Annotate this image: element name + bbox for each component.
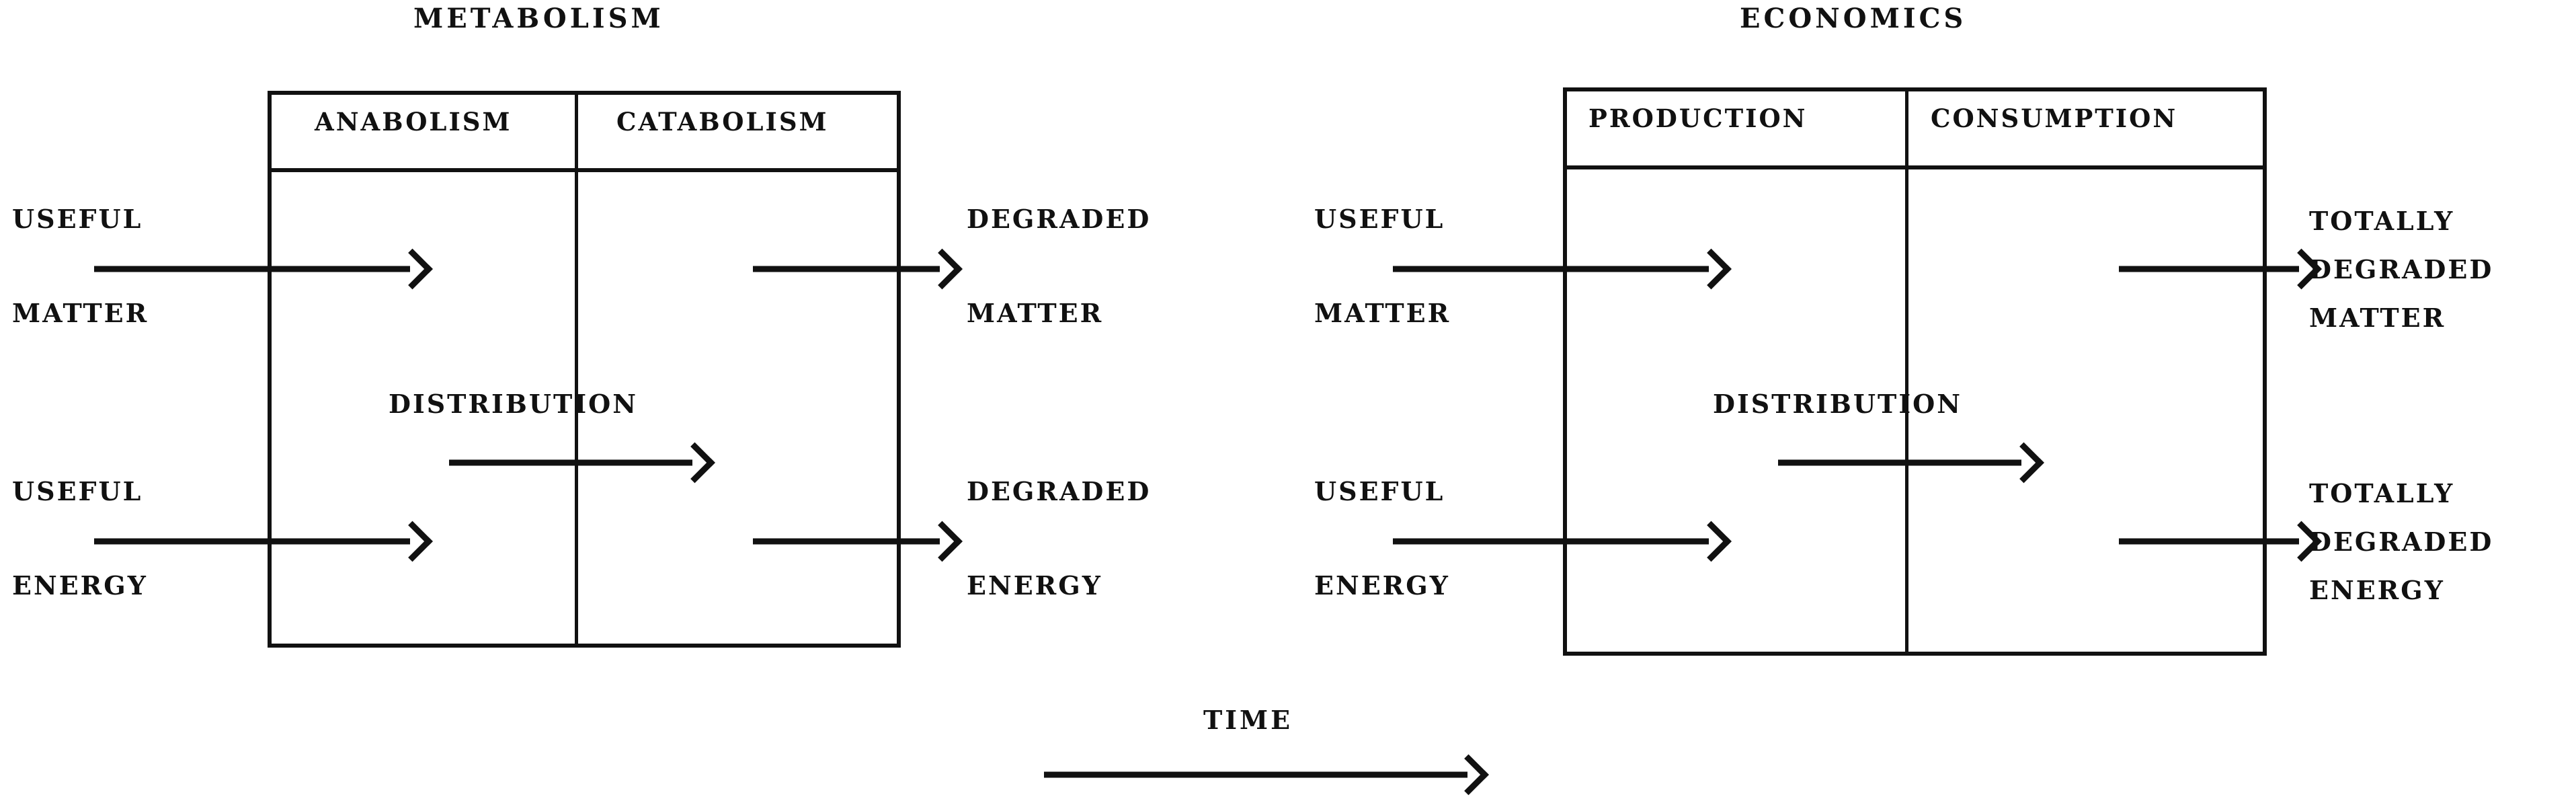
economics-input-energy-line1: USEFUL [1314, 476, 1445, 506]
economics-distribution-label: DISTRIBUTION [1713, 389, 1962, 419]
metabolism-input-energy-line2: ENERGY [12, 570, 148, 601]
metabolism-output-matter-line2: MATTER [967, 298, 1104, 328]
economics-title: ECONOMICS [1740, 3, 1967, 34]
economics-header-rule [1567, 165, 2263, 169]
metabolism-output-energy-line1: DEGRADED [967, 476, 1152, 506]
economics-output-energy-line3: ENERGY [2309, 575, 2445, 605]
metabolism-box [268, 91, 901, 648]
metabolism-header-rule [272, 168, 897, 172]
metabolism-column-catabolism: CATABOLISM [616, 107, 829, 137]
metabolism-input-matter-line1: USEFUL [12, 204, 143, 234]
metabolism-title: METABOLISM [413, 3, 664, 34]
metabolism-distribution-label: DISTRIBUTION [389, 389, 638, 419]
economics-output-matter-line3: MATTER [2309, 303, 2446, 333]
economics-input-matter-line2: MATTER [1314, 298, 1451, 328]
economics-output-energy-line1: TOTALLY [2309, 478, 2455, 508]
economics-column-divider [1905, 91, 1908, 652]
metabolism-input-energy-line1: USEFUL [12, 476, 143, 506]
economics-box [1563, 87, 2267, 656]
economics-input-energy-line2: ENERGY [1314, 570, 1450, 601]
economics-output-energy-line2: DEGRADED [2309, 527, 2494, 557]
metabolism-input-matter-line2: MATTER [12, 298, 149, 328]
metabolism-column-divider [575, 95, 578, 644]
economics-column-production: PRODUCTION [1588, 104, 1808, 133]
metabolism-column-anabolism: ANABOLISM [315, 107, 512, 137]
metabolism-output-matter-line1: DEGRADED [967, 204, 1152, 234]
metabolism-output-energy-line2: ENERGY [967, 570, 1102, 601]
economics-output-matter-line2: DEGRADED [2309, 254, 2494, 284]
economics-column-consumption: CONSUMPTION [1931, 104, 2178, 133]
time-axis-label: TIME [1203, 705, 1293, 735]
economics-input-matter-line1: USEFUL [1314, 204, 1445, 234]
economics-output-matter-line1: TOTALLY [2309, 206, 2455, 236]
